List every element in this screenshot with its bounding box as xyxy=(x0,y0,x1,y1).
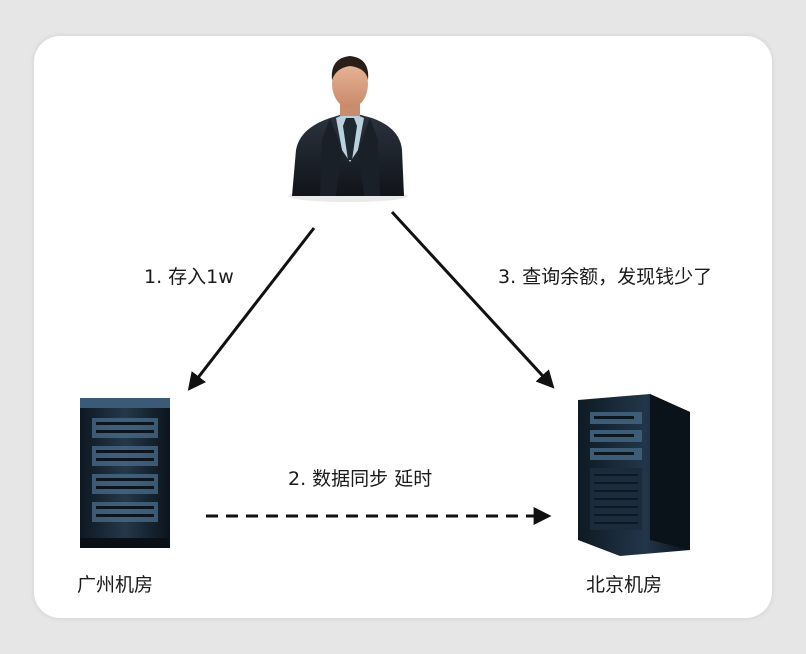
server-tower-icon xyxy=(578,394,690,556)
node-guangzhou-label: 广州机房 xyxy=(77,574,154,596)
step-sync-label: 2. 数据同步 延时 xyxy=(288,468,433,490)
server-rack-icon xyxy=(80,398,170,548)
step-query-label: 3. 查询余额，发现钱少了 xyxy=(498,266,713,288)
step-deposit-label: 1. 存入1w xyxy=(144,266,234,288)
businessman-icon xyxy=(288,56,408,202)
arrow-query xyxy=(390,210,555,389)
arrow-deposit xyxy=(187,227,316,391)
node-beijing-label: 北京机房 xyxy=(586,574,663,596)
